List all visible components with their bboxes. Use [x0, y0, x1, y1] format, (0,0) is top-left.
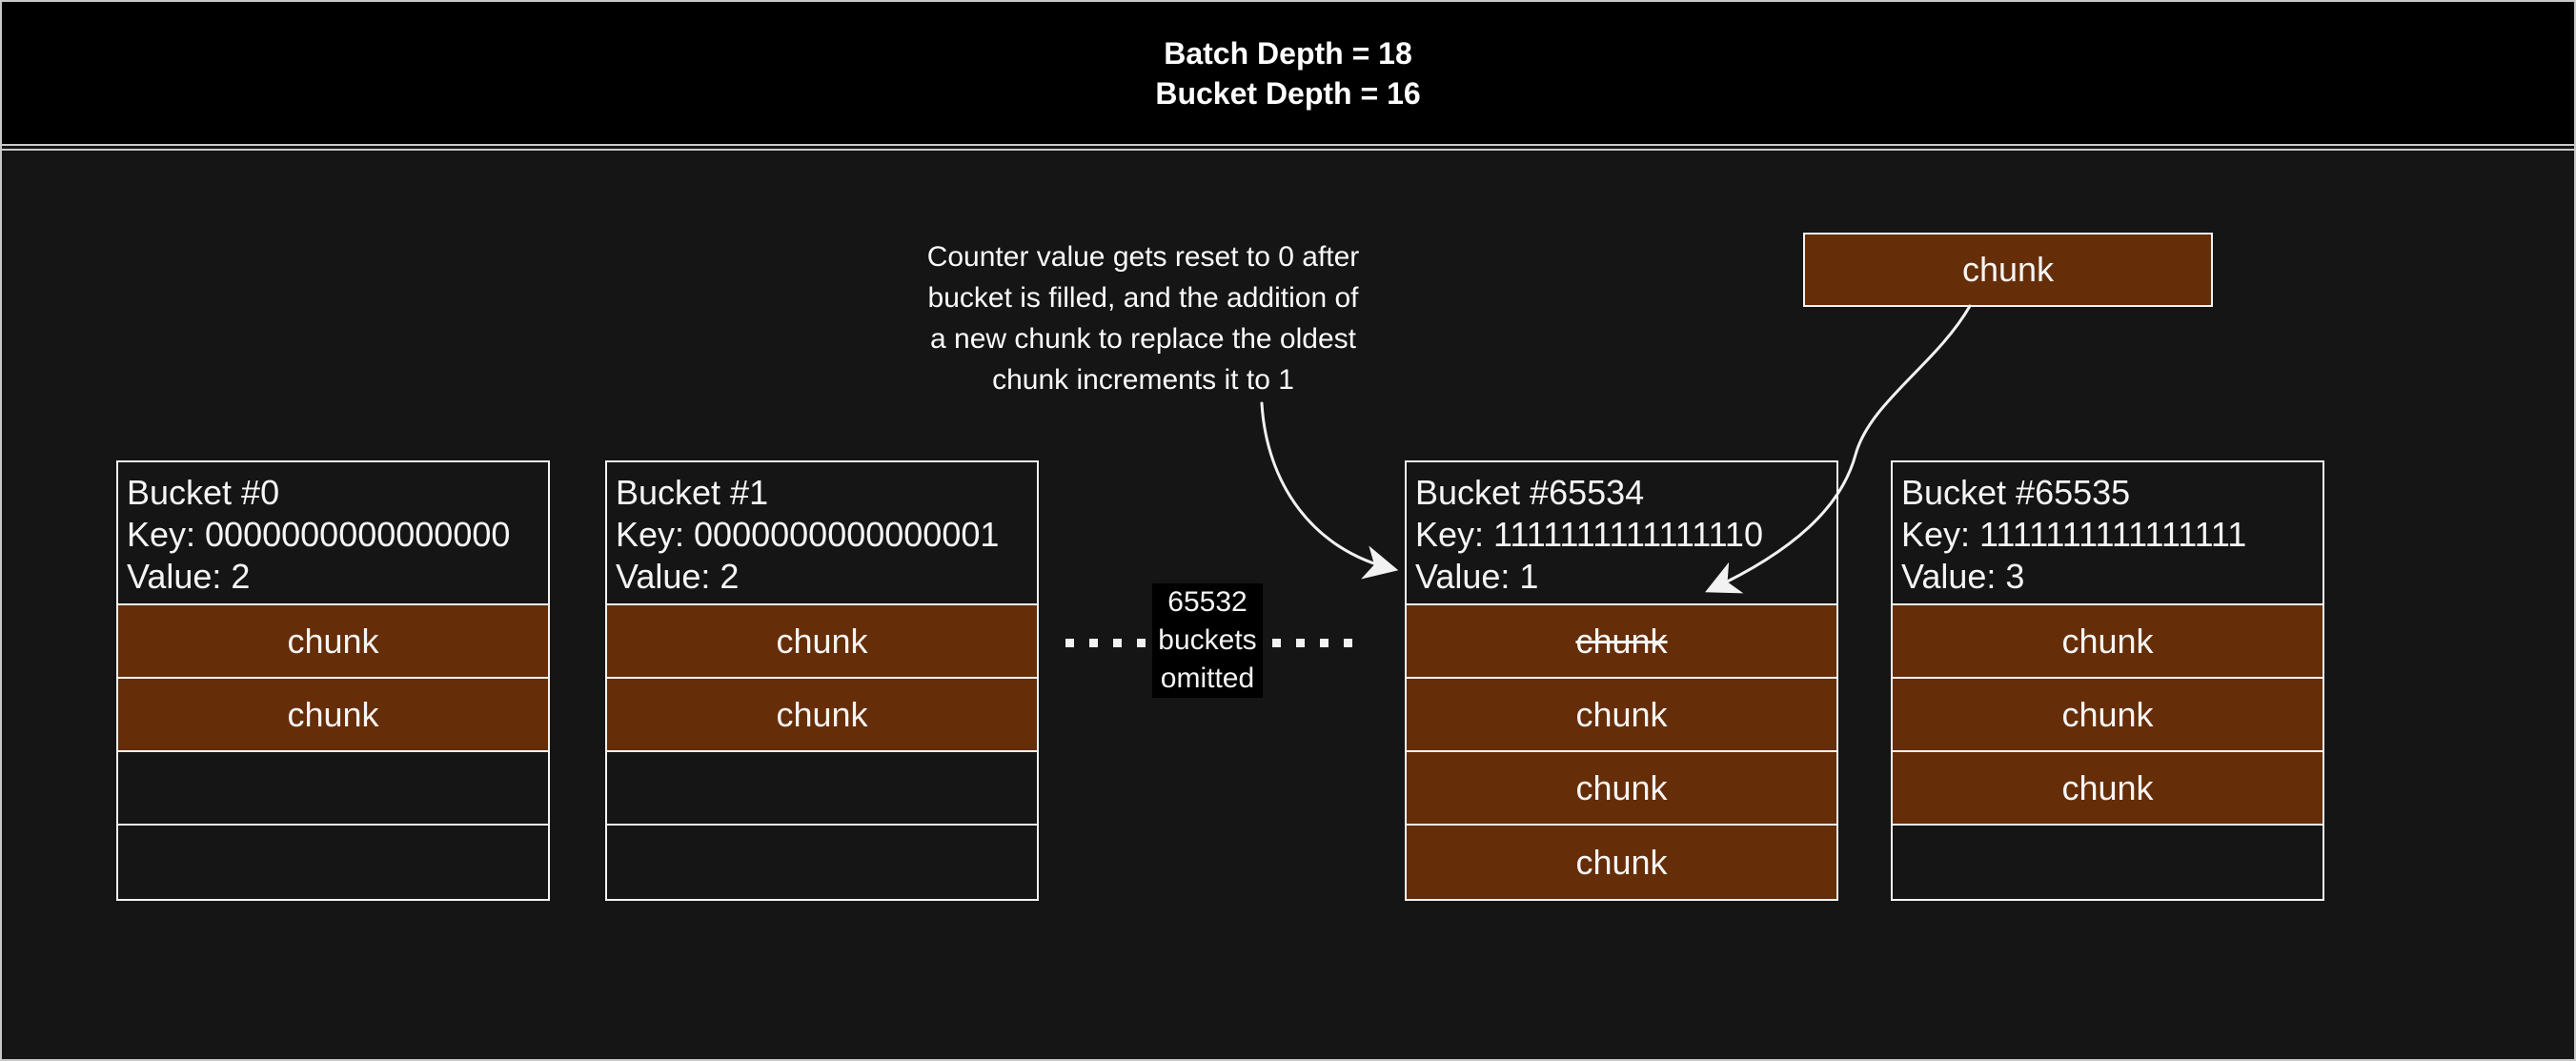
chunk-slot: chunk: [1893, 752, 2322, 826]
bucket-title: Bucket #65534: [1415, 473, 1645, 512]
bucket-key: Key: 1111111111111110: [1415, 515, 1763, 554]
empty-slot: [118, 752, 548, 826]
bucket-value: Value: 2: [127, 557, 251, 596]
bucket-title: Bucket #0: [127, 473, 280, 512]
empty-slot: [118, 826, 548, 899]
incoming-chunk-label: chunk: [1961, 250, 2055, 289]
bucket-value: Value: 1: [1415, 557, 1539, 596]
chunk-slot: chunk: [1407, 826, 1836, 899]
chunk-slot: chunk: [118, 605, 548, 679]
batch-depth-label: Batch Depth = 18: [1164, 35, 1412, 71]
chunk-slot: chunk: [118, 679, 548, 752]
bucket-key: Key: 0000000000000001: [616, 515, 1000, 554]
chunk-slot: chunk: [1407, 605, 1836, 679]
chunk-slot: chunk: [607, 679, 1037, 752]
empty-slot: [1893, 826, 2322, 899]
chunk-slot: chunk: [1893, 605, 2322, 679]
bucket-title: Bucket #1: [616, 473, 769, 512]
empty-slot: [607, 752, 1037, 826]
annotation-arrow: [1260, 401, 1399, 580]
bucket-title: Bucket #65535: [1901, 473, 2131, 512]
bucket-depth-label: Bucket Depth = 16: [1155, 75, 1421, 111]
incoming-chunk-box: chunk: [1803, 233, 2213, 307]
chunk-slot: chunk: [1893, 679, 2322, 752]
omitted-buckets-label: 65532 buckets omitted: [1152, 583, 1263, 698]
title-band: Batch Depth = 18 Bucket Depth = 16: [2, 2, 2574, 146]
counter-annotation-text: Counter value gets reset to 0 after buck…: [926, 241, 1360, 396]
bucket-value: Value: 3: [1901, 557, 2025, 596]
bucket-key: Key: 0000000000000000: [127, 515, 511, 554]
bucket-key: Key: 1111111111111111: [1901, 515, 2247, 554]
chunk-slot: chunk: [1407, 679, 1836, 752]
empty-slot: [607, 826, 1037, 899]
chunk-slot: chunk: [607, 605, 1037, 679]
band-separator: [2, 149, 2574, 151]
chunk-slot: chunk: [1407, 752, 1836, 826]
bucket-value: Value: 2: [616, 557, 740, 596]
